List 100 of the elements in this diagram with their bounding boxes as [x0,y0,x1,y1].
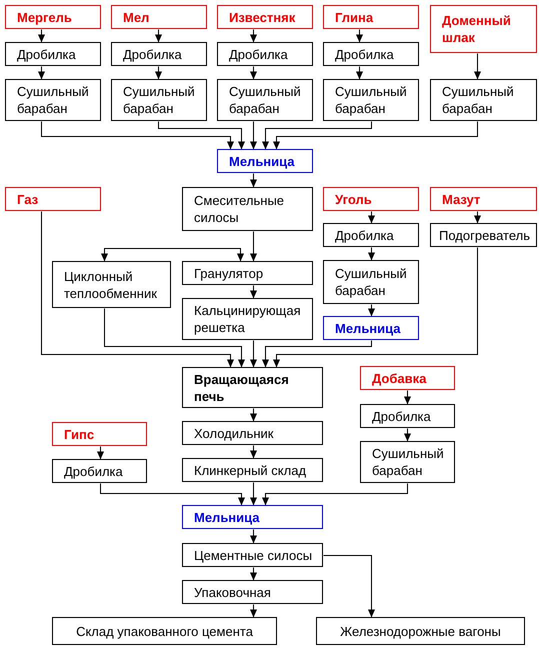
arrow [323,555,375,618]
process-label: Сушильный барабан [442,83,515,117]
process-label: Холодильник [194,424,274,442]
arrow [250,604,257,618]
arrow [250,29,257,43]
arrow [100,483,245,506]
arrow [158,121,245,150]
material-label: Известняк [229,8,296,26]
process-box [360,441,455,483]
process-label: Подогреватель [439,226,530,244]
process-box [182,458,323,482]
process-box [217,42,313,66]
arrow [474,53,481,80]
material-label: Гипс [64,426,94,442]
arrow [273,121,478,150]
arrow [250,173,257,188]
arrow [356,66,363,80]
material-label: Газ [17,190,38,208]
arrow [97,446,104,460]
process-box [323,42,419,66]
process-label: Гранулятор [194,264,264,282]
material-label: Мазут [442,190,480,208]
arrow [368,211,375,224]
arrow [250,445,257,459]
process-box [182,187,313,231]
arrow [250,567,257,581]
material-box [217,5,313,29]
process-label: Дробилка [64,462,123,480]
arrow [250,121,257,150]
process-label: Упаковочная [194,584,271,600]
process-box [182,543,323,567]
process-label: Сушильный барабан [17,83,90,117]
mill-box [182,505,323,529]
process-box [182,298,313,340]
mill-box [323,316,419,340]
process-label: Дробилка [229,46,288,62]
process-label: Дробилка [335,226,394,244]
process-box [323,223,419,247]
process-label: Дробилка [17,46,76,62]
arrow [262,340,372,368]
arrow [101,248,244,262]
material-box [430,5,537,53]
process-label: Дробилка [123,46,182,62]
arrow [368,304,375,317]
process-label: Сушильный барабан [123,83,196,117]
process-box [430,79,537,121]
material-box [430,187,537,211]
arrow [250,529,257,544]
arrow [104,308,245,368]
mill-label: Мельница [229,152,295,170]
arrow [41,121,234,150]
process-label: Циклонный теплообменник [64,268,158,302]
arrow [250,482,257,506]
process-box [316,617,525,645]
material-box [360,366,455,390]
arrow [38,29,45,43]
process-box [111,42,207,66]
arrow [155,66,162,80]
process-box [360,404,455,428]
process-box [182,580,323,604]
process-label: Сушильный барабан [335,83,408,117]
arrow [250,340,257,368]
material-label: Доменный шлак [442,12,512,46]
process-label: Сушильный барабан [335,265,408,299]
process-label: Цементные силосы [194,546,312,564]
arrow [273,247,478,368]
process-label: Железнодорожные вагоны [340,622,501,640]
arrow [250,285,257,299]
process-label: Смесительные силосы [194,192,286,226]
material-box [323,187,419,211]
process-label: Кальцинирующая решетка [194,302,302,336]
process-box [182,367,323,408]
material-label: Добавка [372,370,426,386]
process-label: Склад упакованного цемента [76,622,253,640]
material-label: Глина [335,8,374,26]
process-label: Сушильный барабан [229,83,302,117]
arrow [356,29,363,43]
process-box [111,79,207,121]
material-box [52,422,147,446]
material-box [5,187,101,211]
material-label: Мергель [17,8,72,26]
arrow [41,211,234,368]
process-box [52,617,277,645]
process-box [52,261,171,308]
arrow [155,29,162,43]
process-box [323,260,419,304]
material-label: Уголь [335,190,372,208]
process-label: Клинкерный склад [194,462,306,478]
process-box [52,459,147,483]
material-box [111,5,207,29]
arrow [404,428,411,442]
process-box [430,223,537,247]
material-box [323,5,419,29]
process-label: Сушильный барабан [372,445,445,479]
process-label: Дробилка [372,408,431,424]
arrow [262,121,372,150]
arrow [250,66,257,80]
material-label: Мел [123,8,150,26]
material-box [5,5,101,29]
process-box [5,79,101,121]
